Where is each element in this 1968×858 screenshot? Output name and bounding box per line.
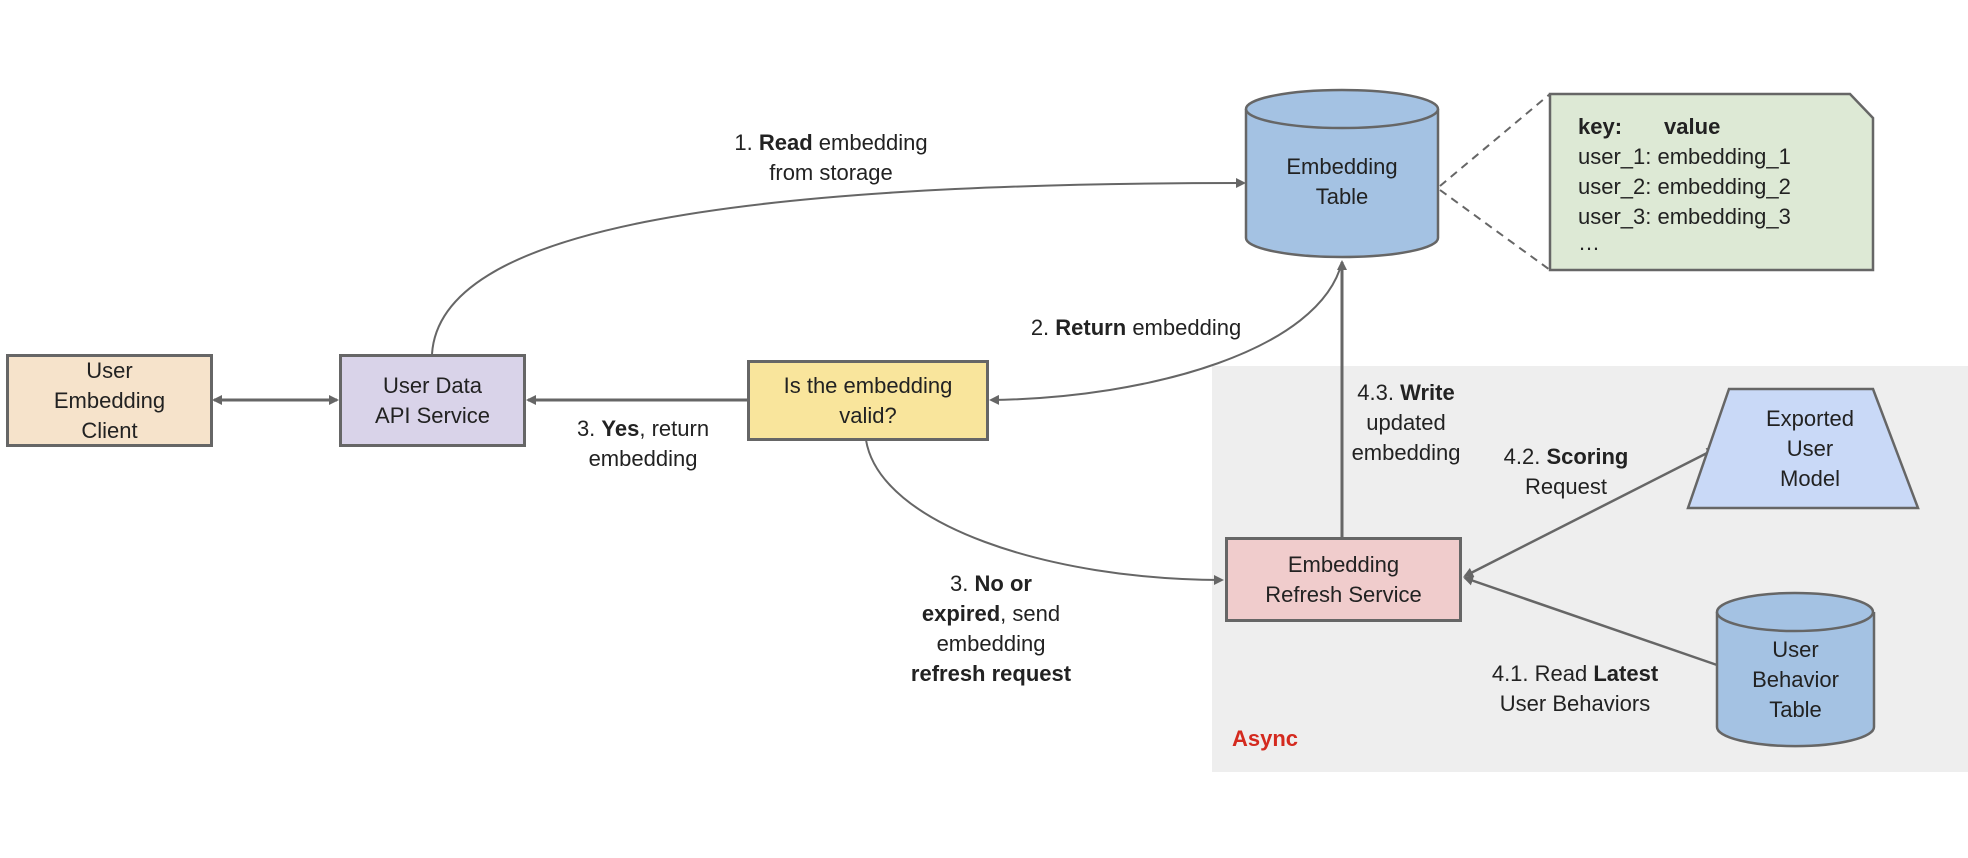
note-row: user_2: embedding_2 [1578,174,1791,199]
callout-dash-top [1439,93,1551,187]
node-text: Is the embedding [783,372,953,398]
node-text: Client [81,417,138,443]
node-text: valid? [839,402,897,428]
node-text: Table [1315,184,1369,209]
note-row: user_1: embedding_1 [1578,144,1791,169]
callout-dash-bottom [1439,189,1551,271]
async-label: Async [1232,726,1299,751]
node-text: Table [1769,697,1822,722]
embedding-valid-decision: Is the embedding valid? [747,360,989,441]
node-text: Embedding [1286,154,1398,179]
key-value-note-shape [1548,92,1875,272]
node-text: Embedding [1287,551,1400,577]
edge-return-embedding [989,261,1343,405]
edge-read-behaviors [1463,575,1718,667]
note-header: key: value [1578,112,1791,142]
edge-label-return: 2. Return embedding [1030,315,1242,340]
note-row: … [1578,230,1600,255]
node-text: User [1772,637,1819,662]
exported-model-shape [1686,387,1920,510]
note-value-header: value [1664,114,1721,139]
node-text: Behavior [1752,667,1839,692]
edge-read-embedding [431,178,1246,355]
edge-refresh-request [865,439,1224,585]
node-text: Refresh Service [1265,581,1422,607]
node-text: API Service [375,402,490,428]
node-text: Model [1780,466,1840,491]
note-row: user_3: embedding_3 [1578,204,1791,229]
node-text: User [86,357,133,383]
edge-scoring-request [1463,447,1717,578]
node-text: Exported [1765,406,1855,431]
key-value-note: key: value user_1: embedding_1 user_2: em… [1578,112,1791,254]
note-key-header: key: [1578,114,1623,139]
behavior-table-cylinder [1715,591,1876,748]
node-text: User [1786,436,1834,461]
node-text: User Data [382,372,483,398]
node-text: Embedding [53,387,166,413]
embedding-table-cylinder [1244,88,1440,259]
